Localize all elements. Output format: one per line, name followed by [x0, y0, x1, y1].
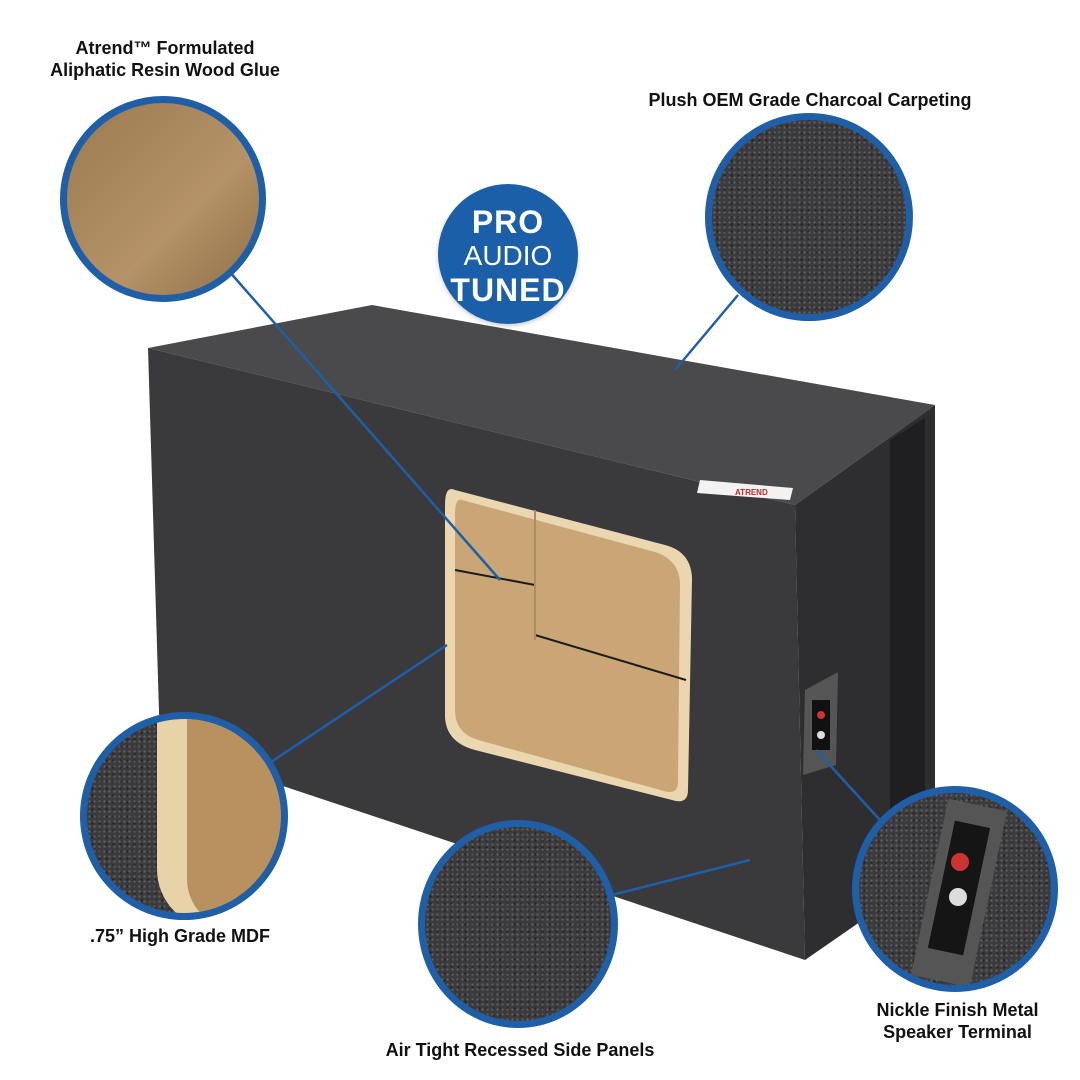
port-interior — [455, 499, 680, 792]
side-panels-detail-circle — [418, 820, 618, 1028]
terminal-label-line2: Speaker Terminal — [883, 1022, 1032, 1042]
terminal-label-line1: Nickle Finish Metal — [876, 1000, 1039, 1020]
mdf-label-line1: .75” High Grade MDF — [89, 926, 271, 946]
side-panels-label-line1: Air Tight Recessed Side Panels — [385, 1040, 655, 1060]
wood-glue-label: Atrend™ Formulated Aliphatic Resin Wood … — [20, 37, 310, 81]
brand-tag — [697, 480, 793, 500]
terminal-detail-circle — [852, 786, 1058, 992]
terminal-label: Nickle Finish Metal Speaker Terminal — [840, 999, 1075, 1043]
carpeting-label-line1: Plush OEM Grade Charcoal Carpeting — [648, 90, 972, 110]
wood-glue-label-line2: Aliphatic Resin Wood Glue — [50, 60, 280, 80]
side-panels-label: Air Tight Recessed Side Panels — [340, 1039, 700, 1061]
mdf-label: .75” High Grade MDF — [60, 925, 300, 947]
carpeting-label: Plush OEM Grade Charcoal Carpeting — [610, 89, 1010, 111]
mdf-detail-circle — [80, 712, 288, 920]
wood-glue-detail-circle — [60, 96, 266, 302]
enclosure-top — [148, 305, 935, 505]
wood-glue-label-line1: Atrend™ Formulated — [75, 38, 255, 58]
badge-line-1: PRO — [471, 204, 545, 240]
pro-audio-tuned-badge: PRO AUDIO TUNED — [438, 184, 578, 324]
badge-line-3: TUNED — [450, 272, 566, 308]
svg-text:ATREND: ATREND — [735, 488, 768, 497]
badge-line-2: AUDIO — [463, 240, 553, 271]
carpeting-detail-circle — [705, 113, 913, 321]
recessed-side-panel — [890, 418, 925, 870]
